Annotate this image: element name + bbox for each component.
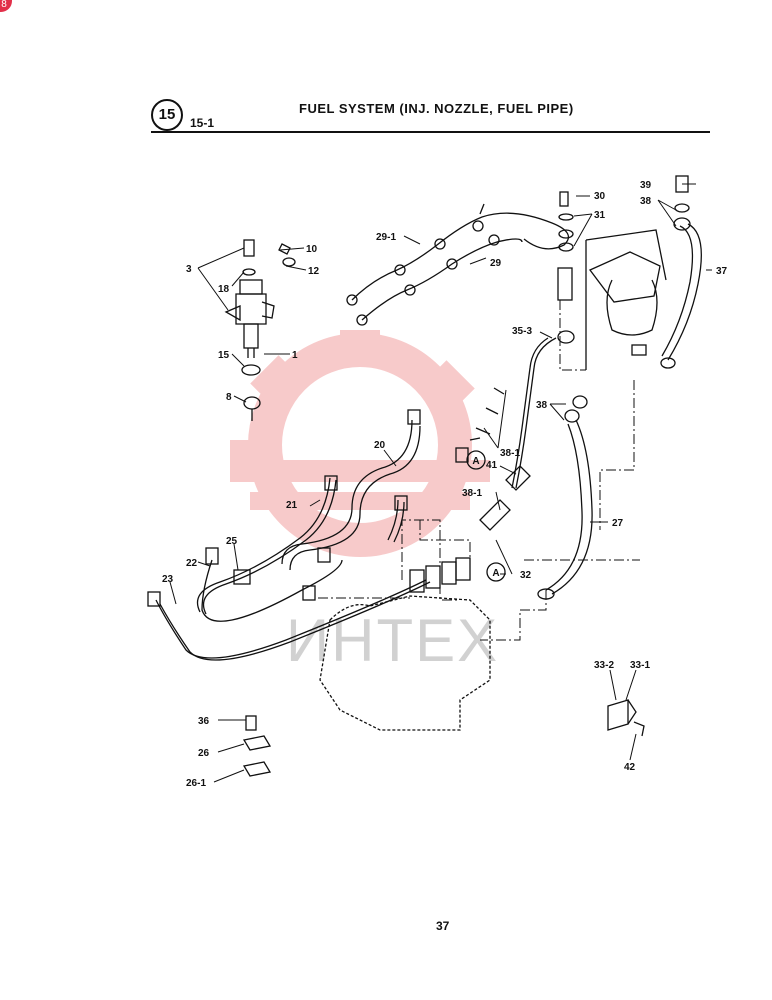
callout-21: 21 [286, 500, 298, 511]
reference-circle-a-2 [486, 562, 506, 582]
clamp-25 [233, 569, 251, 585]
callout-36: 36 [198, 716, 210, 727]
page-number: 37 [436, 919, 450, 933]
label-a-2: A [492, 568, 499, 579]
leader-lines [318, 300, 640, 641]
callout-30: 30 [594, 191, 606, 202]
section-number-badge: 15 [151, 99, 183, 131]
callout-41: 41 [486, 460, 498, 471]
callout-37: 37 [716, 266, 728, 277]
callout-29-1: 29-1 [376, 232, 396, 243]
callout-38-top: 38 [640, 196, 652, 207]
fuel-pipe-35-3 [511, 337, 557, 489]
injection-pump-outlets [409, 465, 531, 593]
callout-26-1: 26-1 [186, 778, 206, 789]
callout-29: 29 [490, 258, 502, 269]
callout-33-2: 33-2 [594, 660, 614, 671]
callout-42: 42 [624, 762, 636, 773]
callout-25: 25 [226, 536, 238, 547]
callout-1: 1 [292, 350, 298, 361]
title-rule [151, 131, 710, 133]
callout-38-1-b: 38-1 [462, 488, 482, 499]
page-title: FUEL SYSTEM (INJ. NOZZLE, FUEL PIPE) [299, 101, 574, 116]
fuel-pipe-27 [537, 395, 593, 600]
leak-off-pipes [346, 203, 570, 326]
callout-26: 26 [198, 748, 210, 759]
clip-38-1 [469, 387, 505, 441]
callout-18: 18 [218, 284, 230, 295]
fuel-filter-assembly [557, 191, 667, 370]
callout-8: 8 [226, 392, 232, 403]
callout-23: 23 [162, 574, 174, 585]
callout-31: 31 [594, 210, 606, 221]
callout-38-mid: 38 [536, 400, 548, 411]
callout-3: 3 [186, 264, 192, 275]
callout-20: 20 [374, 440, 386, 451]
fuel-pipe-37 [660, 175, 702, 369]
watermark-text: ИНТЕХ [286, 607, 500, 674]
callout-22: 22 [186, 558, 198, 569]
callout-27: 27 [612, 518, 624, 529]
injection-nozzle-assembly [224, 239, 296, 421]
section-sub-number: 15-1 [190, 116, 215, 130]
callout-12: 12 [308, 266, 320, 277]
callout-10: 10 [306, 244, 318, 255]
callout-leaders [169, 183, 712, 783]
callout-15: 15 [218, 350, 230, 361]
callout-38-1-a: 38-1 [500, 448, 520, 459]
callout-35-3: 35-3 [512, 326, 532, 337]
callout-32: 32 [520, 570, 532, 581]
reference-circle-a-1 [466, 450, 486, 470]
injection-pipes [147, 409, 469, 661]
bracket-33 [607, 699, 645, 737]
bracket-26 [242, 715, 272, 777]
callout-33-1: 33-1 [630, 660, 650, 671]
callout-39: 39 [640, 180, 652, 191]
label-a-1: A [472, 456, 479, 467]
